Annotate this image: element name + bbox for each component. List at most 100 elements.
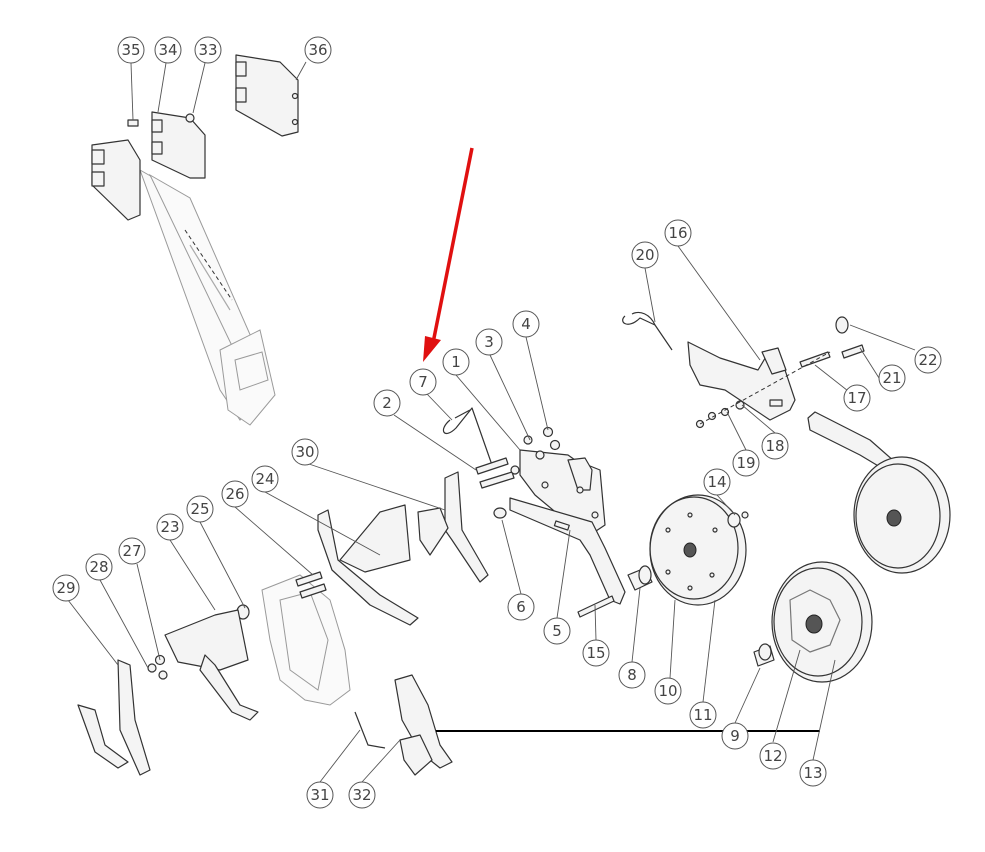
washers-3 (510, 435, 545, 475)
svg-text:13: 13 (803, 764, 822, 782)
mounting-bracket-36 (235, 54, 299, 137)
svg-text:31: 31 (310, 786, 329, 804)
callout-14: 14 (703, 468, 731, 496)
washers-18-19 (695, 400, 745, 429)
callout-3: 3 (475, 328, 503, 356)
svg-text:11: 11 (693, 706, 712, 724)
callout-8: 8 (618, 661, 646, 689)
leader-lines (67, 61, 916, 783)
frog-23 (164, 609, 259, 721)
svg-text:2: 2 (382, 394, 392, 412)
callout-34: 34 (154, 36, 182, 64)
shank-29 (77, 659, 151, 776)
nuts-27-28 (147, 654, 168, 680)
svg-text:36: 36 (308, 41, 327, 59)
callout-13: 13 (799, 759, 827, 787)
bolt-15 (577, 595, 615, 618)
hub-8 (627, 565, 653, 591)
callout-24: 24 (251, 465, 279, 493)
callout-11: 11 (689, 701, 717, 729)
closing-wheel-right (853, 456, 951, 574)
callout-30: 30 (291, 438, 319, 466)
callout-29: 29 (52, 574, 80, 602)
gauge-arm-5 (509, 497, 626, 605)
mounting-bracket-left (91, 139, 141, 221)
callout-23: 23 (156, 513, 184, 541)
callout-9: 9 (721, 722, 749, 750)
svg-text:18: 18 (765, 437, 784, 455)
callout-22: 22 (914, 346, 942, 374)
pin-21 (841, 344, 865, 359)
callout-1: 1 (442, 348, 470, 376)
bolt-9 (753, 643, 775, 667)
callout-35: 35 (117, 36, 145, 64)
svg-text:24: 24 (255, 470, 274, 488)
callout-7: 7 (409, 368, 437, 396)
callout-33: 33 (194, 36, 222, 64)
svg-text:25: 25 (190, 500, 209, 518)
pin-31 (354, 711, 386, 749)
svg-text:14: 14 (707, 473, 726, 491)
callout-15: 15 (582, 639, 610, 667)
svg-text:29: 29 (56, 579, 75, 597)
red-arrow (423, 147, 474, 362)
shank-30 (417, 471, 489, 583)
callout-5: 5 (543, 617, 571, 645)
mounting-bracket-34 (151, 111, 206, 179)
svg-text:33: 33 (198, 41, 217, 59)
callout-26: 26 (221, 480, 249, 508)
callout-36: 36 (304, 36, 332, 64)
callout-19: 19 (732, 449, 760, 477)
callout-20: 20 (631, 241, 659, 269)
svg-text:16: 16 (668, 224, 687, 242)
svg-text:3: 3 (484, 333, 494, 351)
bolts-2 (475, 457, 515, 489)
svg-text:22: 22 (918, 351, 937, 369)
callout-25: 25 (186, 495, 214, 523)
svg-text:1: 1 (451, 353, 461, 371)
svg-text:8: 8 (627, 666, 637, 684)
nuts-4 (542, 426, 561, 451)
callout-28: 28 (85, 553, 113, 581)
shank-casting-main (261, 574, 351, 706)
callout-32: 32 (348, 781, 376, 809)
bolts-26 (295, 571, 327, 599)
svg-text:26: 26 (225, 485, 244, 503)
nut-33 (185, 113, 195, 123)
callout-4: 4 (512, 310, 540, 338)
callout-10: 10 (654, 677, 682, 705)
callout-12: 12 (759, 742, 787, 770)
callout-2: 2 (373, 389, 401, 417)
svg-text:6: 6 (516, 598, 526, 616)
svg-text:7: 7 (418, 373, 428, 391)
svg-text:17: 17 (847, 389, 866, 407)
callout-16: 16 (664, 219, 692, 247)
closing-arm (807, 411, 896, 471)
washer-14 (727, 511, 749, 528)
svg-text:27: 27 (122, 542, 141, 560)
parallel-arm-assembly-faded (139, 168, 276, 426)
callout-21: 21 (878, 364, 906, 392)
svg-text:4: 4 (521, 315, 531, 333)
bushing-22 (835, 316, 849, 334)
closing-wheel-12 (771, 561, 873, 683)
svg-text:34: 34 (158, 41, 177, 59)
frame-plate-1 (519, 449, 606, 536)
svg-text:19: 19 (736, 454, 755, 472)
callout-27: 27 (118, 537, 146, 565)
bolt-35 (127, 119, 139, 127)
svg-text:30: 30 (295, 443, 314, 461)
assembly-axis-line (699, 351, 831, 425)
svg-text:23: 23 (160, 518, 179, 536)
gauge-wheel-10 (649, 494, 747, 606)
svg-text:10: 10 (658, 682, 677, 700)
spring-7 (442, 407, 493, 466)
frog-24 (317, 504, 419, 626)
svg-text:15: 15 (586, 644, 605, 662)
svg-text:9: 9 (730, 727, 740, 745)
svg-text:21: 21 (882, 369, 901, 387)
svg-text:5: 5 (552, 622, 562, 640)
spring-20 (622, 311, 673, 351)
svg-text:28: 28 (89, 558, 108, 576)
